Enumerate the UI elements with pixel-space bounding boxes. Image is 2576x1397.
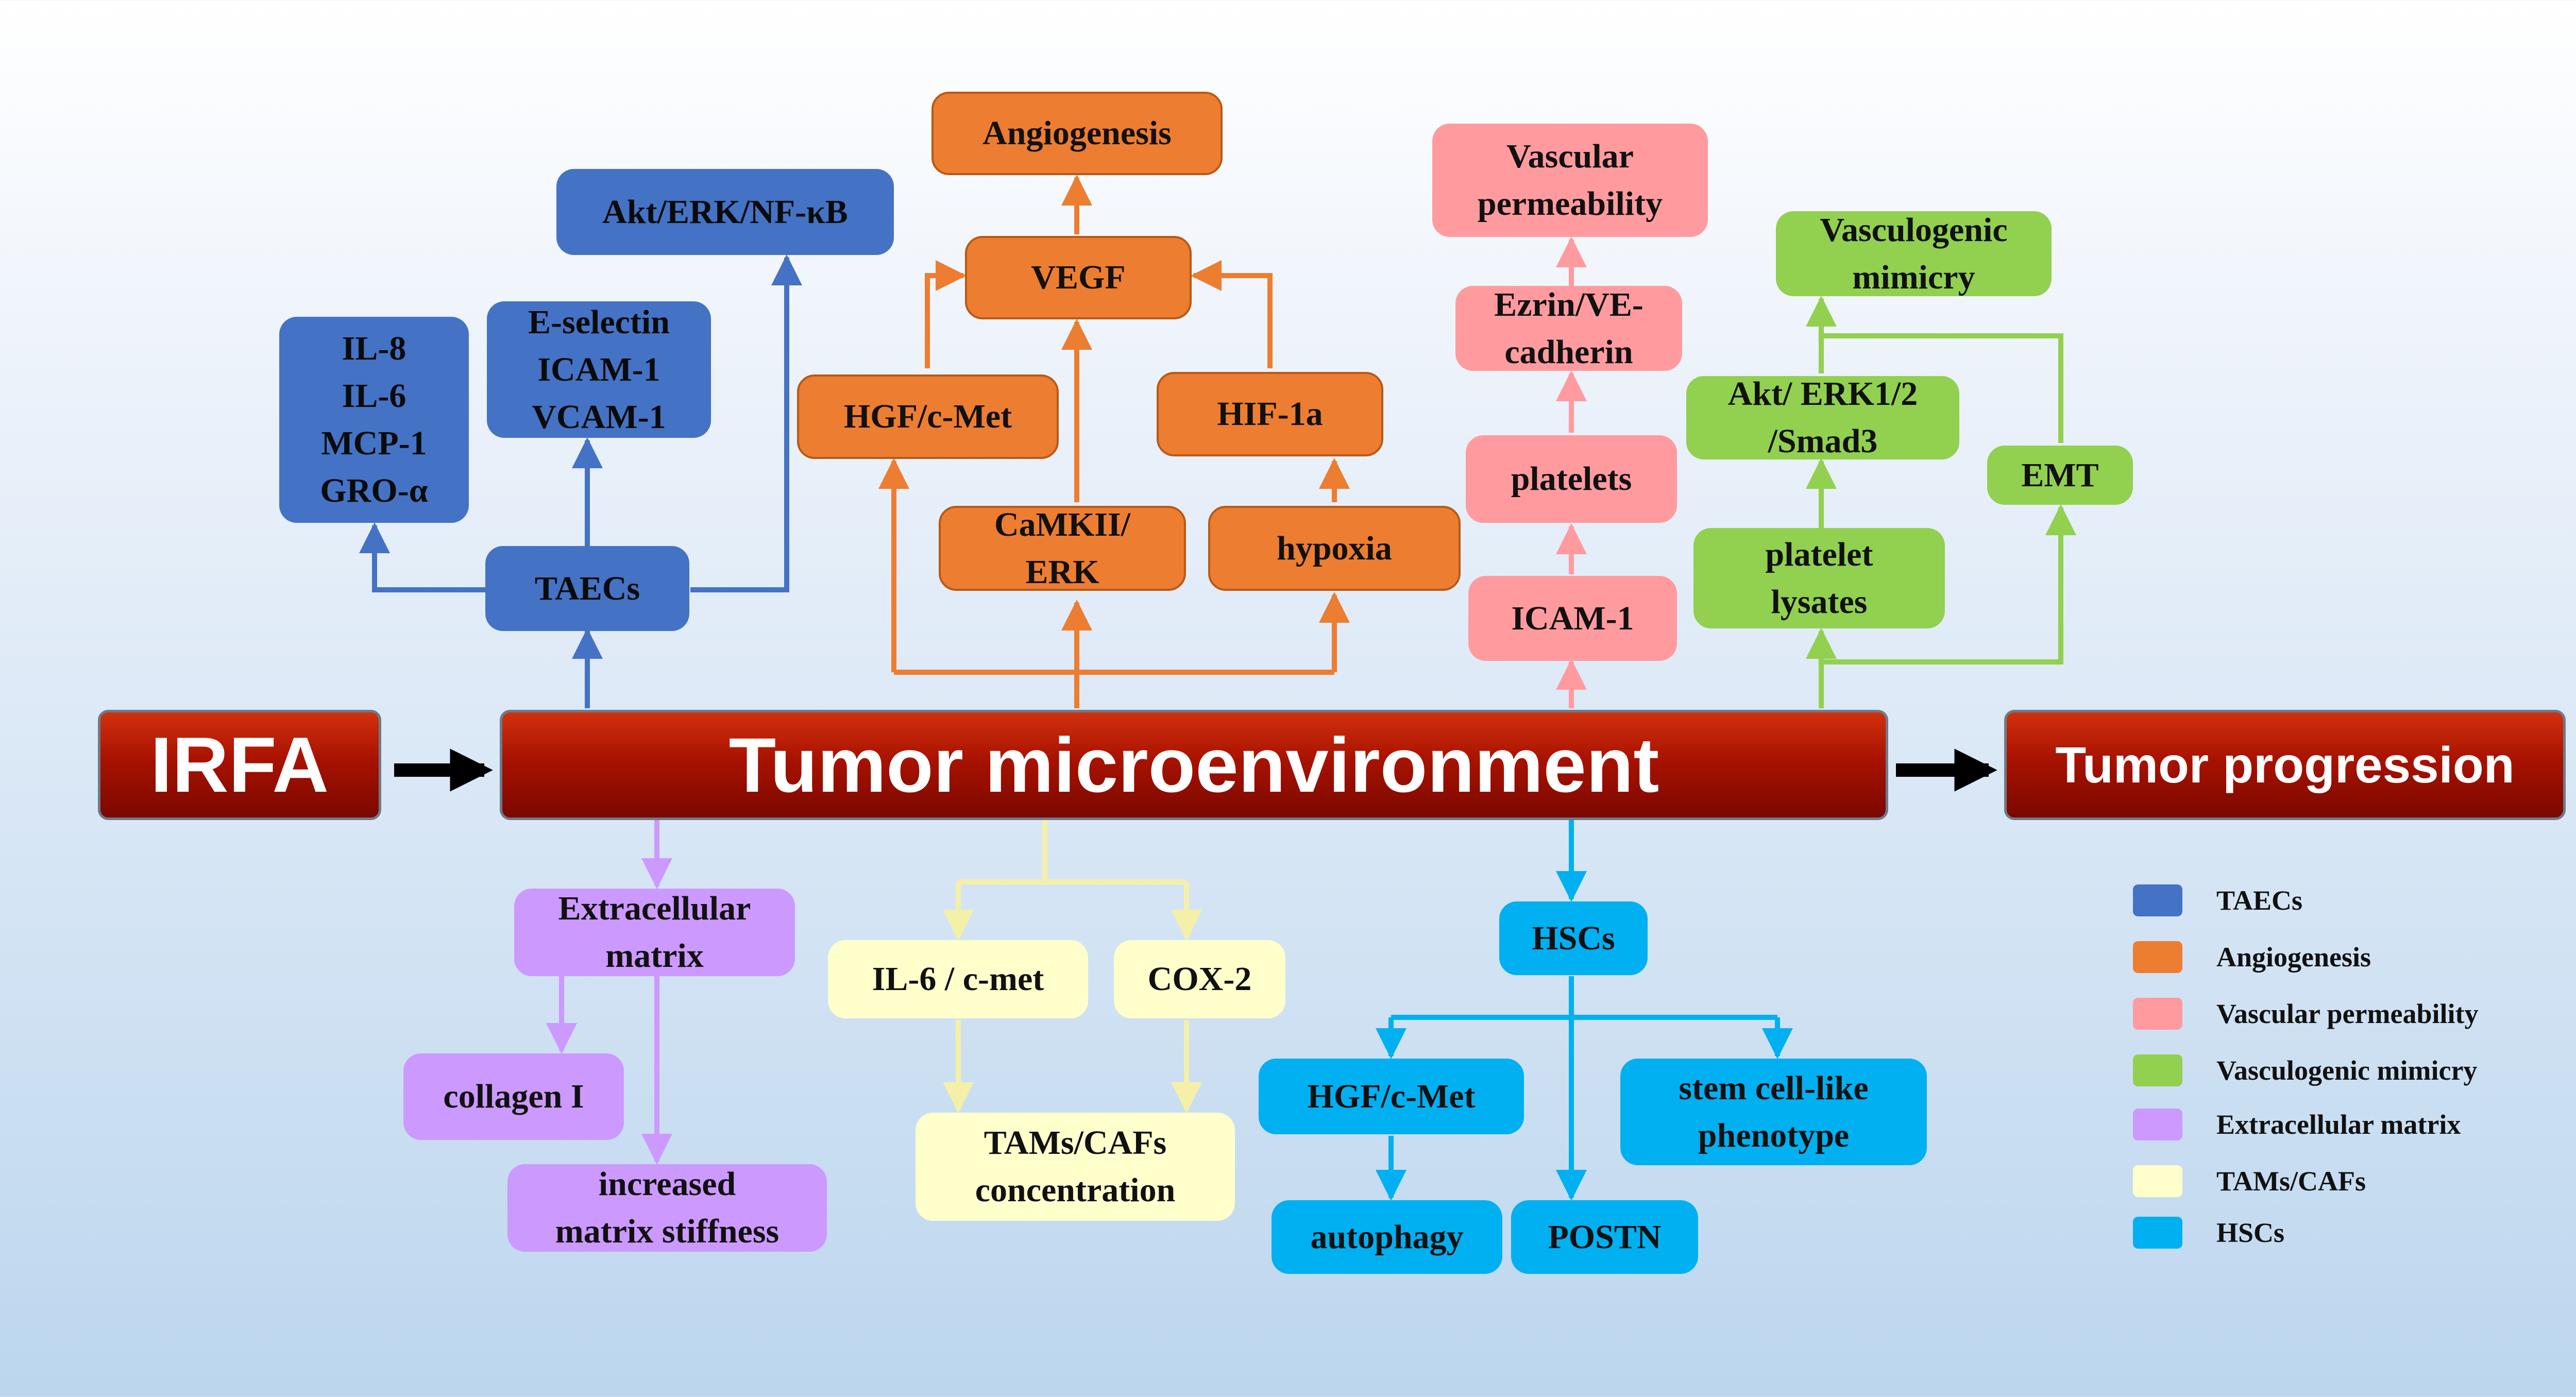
node-hif1a: HIF-1a bbox=[1157, 372, 1383, 456]
node-platelet-lysates: platelet lysates bbox=[1693, 528, 1945, 628]
legend-swatch bbox=[2133, 1109, 2182, 1140]
node-postn: POSTN bbox=[1511, 1200, 1698, 1274]
legend-item-hscs: HSCs bbox=[2133, 1217, 2284, 1249]
node-platelets: platelets bbox=[1466, 435, 1677, 523]
node-extracellular-matrix: Extracellular matrix bbox=[514, 889, 795, 976]
node-vegf: VEGF bbox=[965, 236, 1192, 319]
node-stem-cell-like-phenotype: stem cell-like phenotype bbox=[1620, 1059, 1927, 1165]
node-hscs: HSCs bbox=[1499, 901, 1648, 975]
taecs-connectors bbox=[359, 254, 802, 708]
hscs-connectors bbox=[1376, 819, 1793, 1201]
irfa-box: IRFA bbox=[98, 710, 381, 820]
legend-swatch bbox=[2133, 884, 2182, 916]
node-cox2: COX-2 bbox=[1114, 940, 1285, 1018]
legend-label: TAECs bbox=[2216, 885, 2303, 916]
legend-item-taecs: TAECs bbox=[2133, 884, 2302, 916]
node-il8-il6-mcp1-gro: IL-8 IL-6 MCP-1 GRO-α bbox=[279, 317, 469, 523]
legend-label: Angiogenesis bbox=[2216, 942, 2371, 973]
legend-item-angiogenesis: Angiogenesis bbox=[2133, 941, 2371, 973]
node-hgf-cmet-top: HGF/c-Met bbox=[797, 374, 1059, 459]
legend-swatch bbox=[2133, 998, 2182, 1030]
node-angiogenesis: Angiogenesis bbox=[931, 92, 1223, 175]
node-autophagy: autophagy bbox=[1272, 1200, 1502, 1274]
legend-swatch bbox=[2133, 1165, 2182, 1197]
node-hgf-cmet-bottom: HGF/c-Met bbox=[1259, 1059, 1524, 1134]
legend-item-tams-cafs: TAMs/CAFs bbox=[2133, 1165, 2366, 1197]
tumor-microenvironment-box: Tumor microenvironment bbox=[500, 710, 1888, 820]
node-tams-cafs-concentration: TAMs/CAFs concentration bbox=[916, 1113, 1235, 1221]
node-emt: EMT bbox=[1987, 446, 2133, 505]
tams-cafs-connectors bbox=[943, 819, 1202, 1113]
node-increased-matrix-stiffness: increased matrix stiffness bbox=[507, 1164, 827, 1252]
legend-item-extracellular-matrix: Extracellular matrix bbox=[2133, 1109, 2461, 1140]
legend-label: Extracellular matrix bbox=[2216, 1109, 2461, 1140]
node-ezrin-ve-cadherin: Ezrin/VE- cadherin bbox=[1455, 286, 1682, 371]
node-hypoxia: hypoxia bbox=[1208, 506, 1461, 591]
legend-item-vascular-permeability: Vascular permeability bbox=[2133, 998, 2479, 1030]
node-akt-erk12-smad3: Akt/ ERK1/2 /Smad3 bbox=[1686, 375, 1959, 460]
node-icam1: ICAM-1 bbox=[1468, 576, 1677, 661]
node-vasculogenic-mimicry: Vasculogenic mimicry bbox=[1776, 211, 2052, 296]
legend-label: Vasculogenic mimicry bbox=[2216, 1055, 2478, 1086]
vasculogenic-mimicry-connectors bbox=[1806, 296, 2076, 708]
node-il6-cmet: IL-6 / c-met bbox=[828, 940, 1088, 1018]
legend-label: TAMs/CAFs bbox=[2216, 1166, 2366, 1197]
legend-swatch bbox=[2133, 1054, 2182, 1086]
legend-swatch bbox=[2133, 941, 2182, 973]
node-camkii-erk: CaMKII/ ERK bbox=[939, 506, 1186, 591]
tumor-progression-box: Tumor progression bbox=[2004, 710, 2566, 820]
node-taecs: TAECs bbox=[485, 546, 689, 631]
node-collagen-i: collagen I bbox=[403, 1053, 624, 1140]
node-akt-erk-nfkb: Akt/ERK/NF-κB bbox=[556, 169, 894, 255]
angiogenesis-connectors bbox=[878, 175, 1350, 708]
extracellular-matrix-connectors bbox=[546, 819, 672, 1165]
node-vascular-permeability: Vascular permeability bbox=[1432, 124, 1708, 237]
legend-label: Vascular permeability bbox=[2216, 998, 2479, 1029]
node-eselectin-icam1-vcam1: E-selectin ICAM-1 VCAM-1 bbox=[487, 301, 711, 438]
legend-swatch bbox=[2133, 1217, 2182, 1249]
legend-item-vasculogenic-mimicry: Vasculogenic mimicry bbox=[2133, 1054, 2477, 1086]
legend-label: HSCs bbox=[2216, 1217, 2285, 1248]
